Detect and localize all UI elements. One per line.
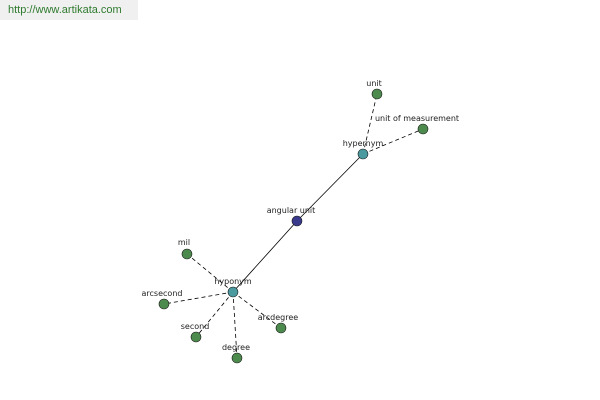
edge-center-hyponym	[232, 220, 298, 293]
graph-labels: angular unit hypernym hyponym unit unit of m…	[142, 79, 460, 352]
term-unit-of-measurement-node[interactable]	[417, 123, 429, 135]
graph-nodes	[158, 88, 429, 364]
edge-hyponym-arcsecond	[163, 291, 234, 305]
edge-hyponym-second	[195, 291, 234, 338]
term-mil-label: mil	[178, 238, 190, 247]
term-unit-node[interactable]	[371, 88, 383, 100]
site-url-link[interactable]: http://www.artikata.com	[8, 4, 122, 16]
edge-hypernym-unit	[362, 93, 378, 155]
edge-hyponym-mil	[186, 253, 234, 293]
edge-center-hypernym	[296, 153, 364, 222]
center-angular-unit-label: angular unit	[267, 206, 316, 215]
term-unit-of-measurement-label: unit of measurement	[375, 114, 459, 123]
term-unit-label: unit	[366, 79, 382, 88]
term-arcdegree-label: arcdegree	[258, 313, 299, 322]
relation-hypernym-label: hypernym	[343, 139, 384, 148]
term-arcdegree-node[interactable]	[275, 322, 287, 334]
relation-hyponym-label: hyponym	[214, 277, 252, 286]
term-degree-node[interactable]	[231, 352, 243, 364]
term-arcsecond-node[interactable]	[158, 298, 170, 310]
term-degree-label: degree	[222, 343, 250, 352]
relation-hypernym-node[interactable]	[357, 148, 369, 160]
center-angular-unit-node[interactable]	[291, 215, 303, 227]
term-arcsecond-label: arcsecond	[142, 289, 183, 298]
term-second-label: second	[181, 322, 210, 331]
edge-hypernym-unit-of-measurement	[362, 128, 424, 155]
url-bar: http://www.artikata.com	[0, 0, 138, 20]
relation-hyponym-node[interactable]	[227, 286, 239, 298]
edge-hyponym-arcdegree	[232, 291, 282, 329]
term-mil-node[interactable]	[181, 248, 193, 260]
term-second-node[interactable]	[190, 331, 202, 343]
graph-edges	[163, 93, 424, 359]
